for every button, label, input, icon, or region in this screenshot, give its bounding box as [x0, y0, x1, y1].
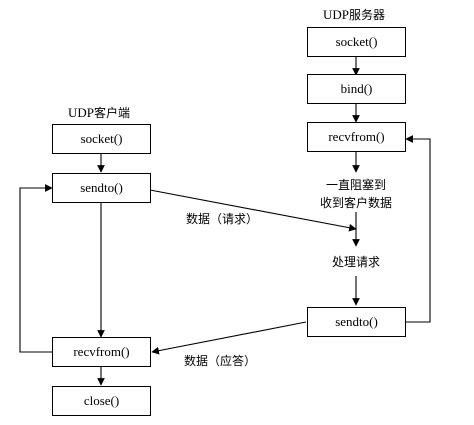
- arrow-response-message: [151, 321, 307, 355]
- server-process-label: 处理请求: [331, 255, 380, 269]
- client-close-box: close(): [52, 386, 151, 416]
- server-title-prefix: UDP: [323, 7, 350, 22]
- response-message-label: 数据（应答）: [184, 354, 257, 368]
- server-sendto-box: sendto(): [307, 307, 406, 337]
- client-title-suffix: 客户端: [94, 106, 131, 120]
- client-socket-box: socket(): [52, 124, 151, 154]
- server-bind-box: bind(): [307, 74, 406, 104]
- server-recvfrom-box: recvfrom(): [307, 122, 406, 152]
- client-title-prefix: UDP: [68, 105, 95, 120]
- arrow-server-loop-back: [405, 135, 431, 323]
- server-block-label-line2: 收到客户数据: [319, 196, 392, 210]
- server-title-suffix: 服务器: [349, 8, 386, 22]
- request-message-label: 数据（请求）: [186, 212, 259, 226]
- arrow-request-message: [149, 189, 357, 232]
- client-recvfrom-box: recvfrom(): [52, 337, 151, 367]
- client-title: UDP客户端: [68, 104, 130, 121]
- server-title: UDP服务器: [323, 6, 385, 23]
- server-block-label-line1: 一直阻塞到: [325, 178, 386, 192]
- arrow-client-loop-back: [19, 184, 53, 353]
- client-sendto-box: sendto(): [52, 173, 151, 203]
- server-socket-box: socket(): [307, 27, 406, 57]
